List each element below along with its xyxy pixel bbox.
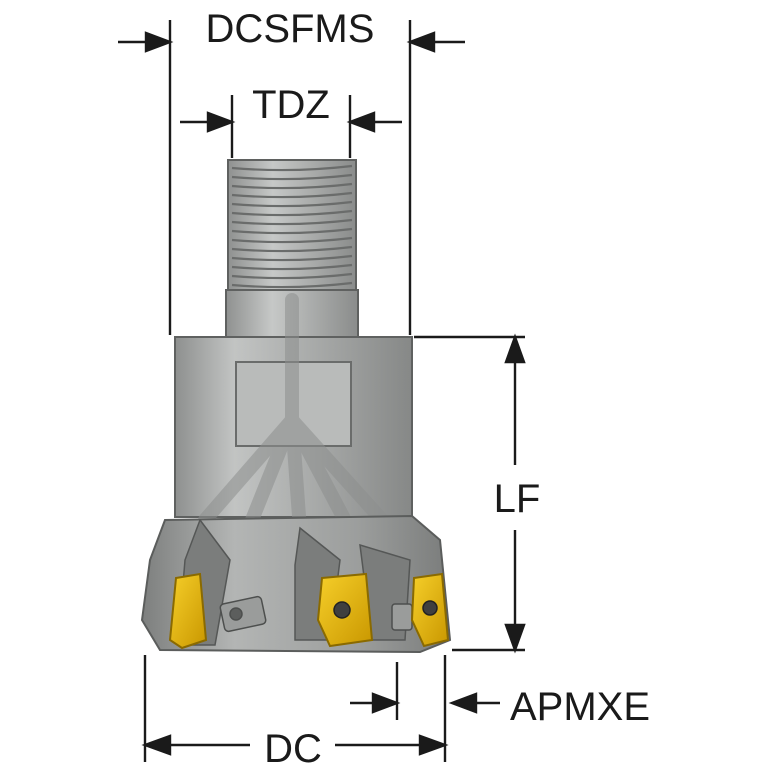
label-dcsfms: DCSFMS (206, 7, 375, 51)
label-apmxe: APMXE (510, 685, 650, 729)
thread-groove (231, 191, 353, 199)
thread-groove (231, 200, 353, 208)
thread-groove (231, 281, 353, 289)
insert-left (168, 572, 208, 650)
thread-groove (231, 254, 353, 262)
dimension-lines (118, 20, 526, 762)
thread-groove (231, 164, 353, 172)
thread-groove (231, 227, 353, 235)
thread-groove (231, 245, 353, 253)
coolant-channels (198, 293, 407, 547)
label-lf: LF (494, 477, 541, 521)
thread-groove (231, 182, 353, 190)
threaded-shank (227, 159, 357, 293)
thread-groove (231, 173, 353, 181)
thread-groove (231, 236, 353, 244)
thread-groove (231, 218, 353, 226)
thread-groove (231, 263, 353, 271)
thread-groove (231, 272, 353, 280)
cutting-inserts (168, 572, 450, 650)
label-dc: DC (264, 727, 322, 767)
label-tdz: TDZ (252, 83, 330, 127)
cutter-body (140, 159, 452, 654)
thread-groove (231, 209, 353, 217)
